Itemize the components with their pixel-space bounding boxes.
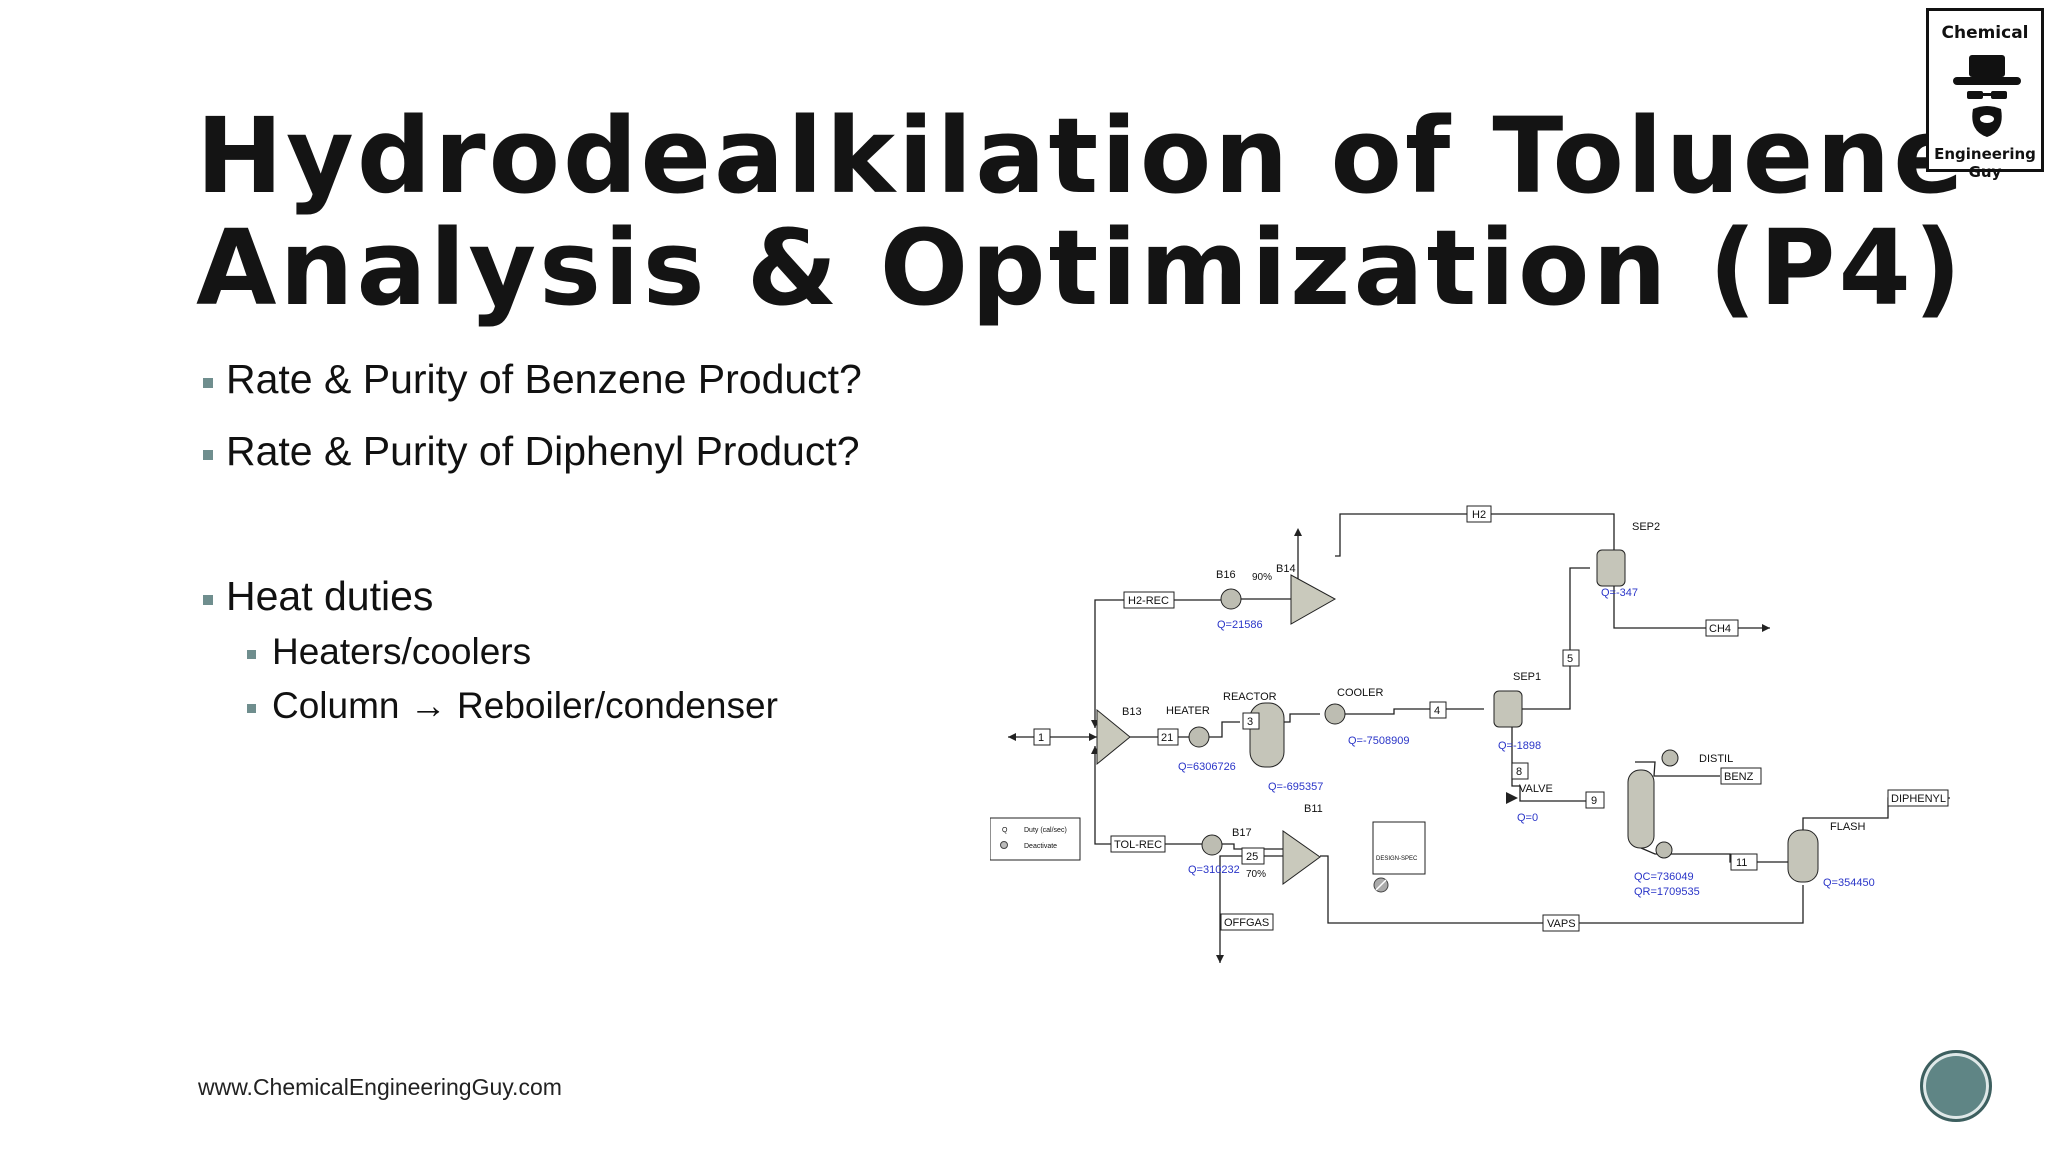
title-line-1: Hydrodealkilation of Toluene [196, 95, 1967, 217]
bullet-diphenyl: Rate & Purity of Diphenyl Product? [203, 428, 860, 474]
legend-deactivate: Deactivate [1024, 843, 1057, 850]
block-b11: B11 [1304, 803, 1323, 815]
sep2-vessel [1596, 549, 1626, 587]
duty-b17: Q=310232 [1188, 864, 1240, 876]
slide-nav-button[interactable] [1920, 1050, 1992, 1122]
cooler-exchanger [1324, 703, 1346, 725]
unit-operations [1096, 549, 1819, 885]
design-spec-label: DESIGN-SPEC [1376, 856, 1418, 862]
block-cooler: COOLER [1337, 687, 1384, 699]
valve [1506, 792, 1518, 804]
block-heater: HEATER [1166, 705, 1210, 717]
stream-11: 11 [1736, 857, 1747, 869]
sub-bullet-heaters: Heaters/coolers [246, 631, 532, 672]
footer-website: www.ChemicalEngineeringGuy.com [198, 1074, 562, 1100]
process-flow-diagram: H2 H2-REC CH4 5 1 21 3 4 8 9 BENZ DIPHEN… [990, 505, 1950, 963]
block-b13: B13 [1122, 706, 1142, 718]
block-distil: DISTIL [1699, 753, 1733, 765]
logo-text-bottom: Engineering Guy [1934, 145, 2036, 181]
stream-vaps: VAPS [1547, 918, 1576, 930]
block-reactor: REACTOR [1223, 691, 1277, 703]
stream-4: 4 [1434, 705, 1440, 717]
stream-labels: H2 H2-REC CH4 5 1 21 3 4 8 9 BENZ DIPHEN… [1038, 509, 1946, 930]
block-b14: B14 [1276, 563, 1296, 575]
reboiler [1655, 841, 1673, 859]
b17-exchanger [1201, 834, 1223, 856]
duty-b16: Q=21586 [1217, 619, 1263, 631]
block-sep2: SEP2 [1632, 521, 1660, 533]
stream-label-boxes [1033, 505, 1949, 932]
block-valve: VALVE [1519, 783, 1553, 795]
flowsheet-legend: Q Duty (cal/sec) Deactivate [990, 817, 1081, 861]
stream-diphenyl: DIPHENYL [1891, 793, 1946, 805]
duty-distil-qr: QR=1709535 [1634, 886, 1700, 898]
sep1-vessel [1493, 690, 1523, 728]
stream-21: 21 [1161, 732, 1173, 744]
duty-heater: Q=6306726 [1178, 761, 1236, 773]
duty-distil-qc: QC=736049 [1634, 871, 1694, 883]
duty-cooler: Q=-7508909 [1348, 735, 1409, 747]
block-labels: SEP2 B16 B14 B13 HEATER REACTOR COOLER S… [1122, 521, 1866, 880]
duty-valve: Q=0 [1517, 812, 1538, 824]
stream-5: 5 [1567, 653, 1573, 665]
stream-h2: H2 [1472, 509, 1486, 521]
sub-bullet-column: Column → Reboiler/condenser [247, 685, 778, 726]
duty-reactor: Q=-695357 [1268, 781, 1323, 793]
distil-column [1627, 769, 1655, 849]
split-90: 90% [1252, 572, 1272, 583]
legend-duty: Duty (cal/sec) [1024, 827, 1067, 834]
condenser [1661, 749, 1679, 767]
heat-duty-labels: Q=-347 Q=21586 Q=6306726 Q=-695357 Q=-75… [1178, 587, 1875, 898]
b16-exchanger [1220, 588, 1242, 610]
slide-title: Hydrodealkilation of Toluene Analysis & … [196, 100, 1967, 324]
title-line-2: Analysis & Optimization (P4) [196, 207, 1965, 329]
stream-25: 25 [1246, 851, 1258, 863]
design-spec-b9: DESIGN-SPEC [1372, 821, 1426, 893]
split-70: 70% [1246, 869, 1266, 880]
duty-sep1: Q=-1898 [1498, 740, 1541, 752]
duty-flash: Q=354450 [1823, 877, 1875, 889]
block-sep1: SEP1 [1513, 671, 1541, 683]
stream-tol-rec: TOL-REC [1114, 839, 1162, 851]
stream-lines [1008, 513, 1950, 963]
stream-1: 1 [1038, 732, 1044, 744]
legend-q-symbol: Q [1002, 827, 1008, 834]
block-b16: B16 [1216, 569, 1236, 581]
block-flash: FLASH [1830, 821, 1866, 833]
flash-drum [1787, 829, 1819, 883]
heater-exchanger [1188, 726, 1210, 748]
stream-3: 3 [1247, 716, 1253, 728]
logo-text-top: Chemical [1941, 23, 2029, 43]
bullet-heat-duties: Heat duties [202, 573, 434, 619]
block-b17: B17 [1232, 827, 1252, 839]
bullet-benzene: Rate & Purity of Benzene Product? [203, 356, 862, 402]
stream-h2-rec: H2-REC [1128, 595, 1169, 607]
hat-face-icon [1953, 55, 2021, 137]
stream-9: 9 [1591, 795, 1597, 807]
chemical-engineering-guy-logo: Chemical Engineering Guy [1926, 8, 2044, 181]
compressor-b14 [1290, 574, 1337, 625]
splitter-b11 [1282, 830, 1321, 885]
stream-offgas: OFFGAS [1224, 917, 1269, 929]
mixer-b13 [1096, 708, 1131, 766]
stream-benz: BENZ [1724, 771, 1754, 783]
stream-ch4: CH4 [1709, 623, 1731, 635]
duty-sep2: Q=-347 [1601, 587, 1638, 599]
stream-8: 8 [1516, 766, 1522, 778]
